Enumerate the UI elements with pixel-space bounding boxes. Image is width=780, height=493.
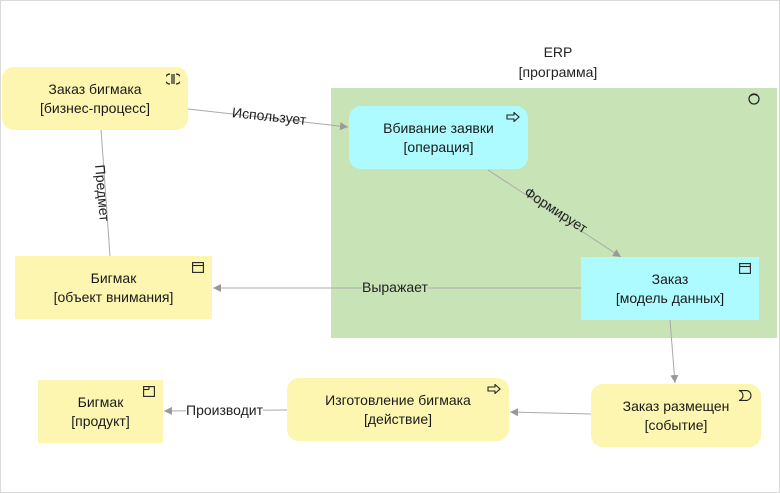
node-name: Заказ размещен (622, 397, 730, 414)
group-type: [программа] (518, 64, 598, 80)
edge-forms[interactable] (487, 169, 622, 258)
node-bigmac-product[interactable]: Бигмак [продукт] (38, 380, 163, 443)
node-bigmac-object[interactable]: Бигмак [объект внимания] (15, 256, 212, 319)
node-type: [модель данных] (615, 289, 725, 306)
arrow-right-icon (506, 112, 520, 122)
node-name: Вбивание заявки (383, 119, 494, 136)
edge-label-produces: Производит (186, 402, 264, 418)
process-icon (166, 73, 180, 85)
node-name: Бигмак (90, 269, 137, 286)
node-name: Заказ бигмака (48, 80, 142, 97)
node-order-placed[interactable]: Заказ размещен [событие] (591, 384, 761, 447)
node-name: Заказ (651, 270, 689, 287)
node-name: Бигмак (77, 393, 124, 410)
node-type: [событие] (644, 416, 708, 433)
application-icon (748, 93, 760, 105)
node-type: [объект внимания] (53, 288, 174, 305)
group-name: ERP (543, 44, 573, 60)
node-type: [продукт] (71, 412, 130, 429)
edge-uses[interactable] (187, 108, 349, 131)
node-type: [действие] (363, 410, 432, 427)
product-icon (143, 386, 155, 397)
node-name: Изготовление бигмака (325, 391, 471, 408)
box-icon (739, 263, 751, 274)
edge-trigger[interactable] (509, 408, 592, 417)
edge-realization[interactable] (669, 319, 679, 384)
group-title: ERP [программа] (498, 42, 618, 82)
node-order-entry[interactable]: Вбивание заявки [операция] (349, 106, 528, 169)
node-type: [операция] (403, 138, 474, 155)
node-order-data[interactable]: Заказ [модель данных] (581, 257, 759, 320)
event-icon (738, 390, 752, 401)
box-icon (192, 262, 204, 273)
edge-label-expresses: Выражает (362, 279, 428, 295)
arrow-right-icon (487, 384, 501, 394)
node-make-bigmac[interactable]: Изготовление бигмака [действие] (287, 378, 509, 441)
node-order-bigmac-process[interactable]: Заказ бигмака [бизнес-процесс] (2, 67, 188, 130)
edge-subject[interactable] (100, 128, 111, 257)
node-type: [бизнес-процесс] (39, 99, 151, 116)
